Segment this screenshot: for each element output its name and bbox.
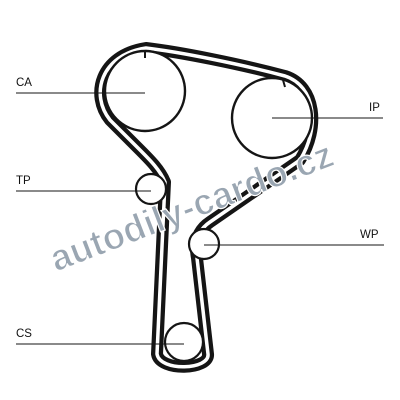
pulley-wp-circle <box>187 227 221 261</box>
pulley-wp <box>187 227 221 261</box>
label-tp: TP <box>16 175 31 187</box>
label-ca: CA <box>16 77 32 89</box>
pulley-tp <box>134 172 168 206</box>
pulley-ca <box>103 49 187 133</box>
pulley-tp-circle <box>134 172 168 206</box>
pulley-ca-circle <box>103 49 187 133</box>
label-ip: IP <box>369 102 380 114</box>
pulley-ip-timing-mark <box>282 79 286 88</box>
leader-lines <box>16 92 384 345</box>
pulley-cs <box>163 321 205 363</box>
pulley-cs-circle <box>163 321 205 363</box>
label-cs: CS <box>16 328 32 340</box>
label-wp: WP <box>360 229 379 241</box>
